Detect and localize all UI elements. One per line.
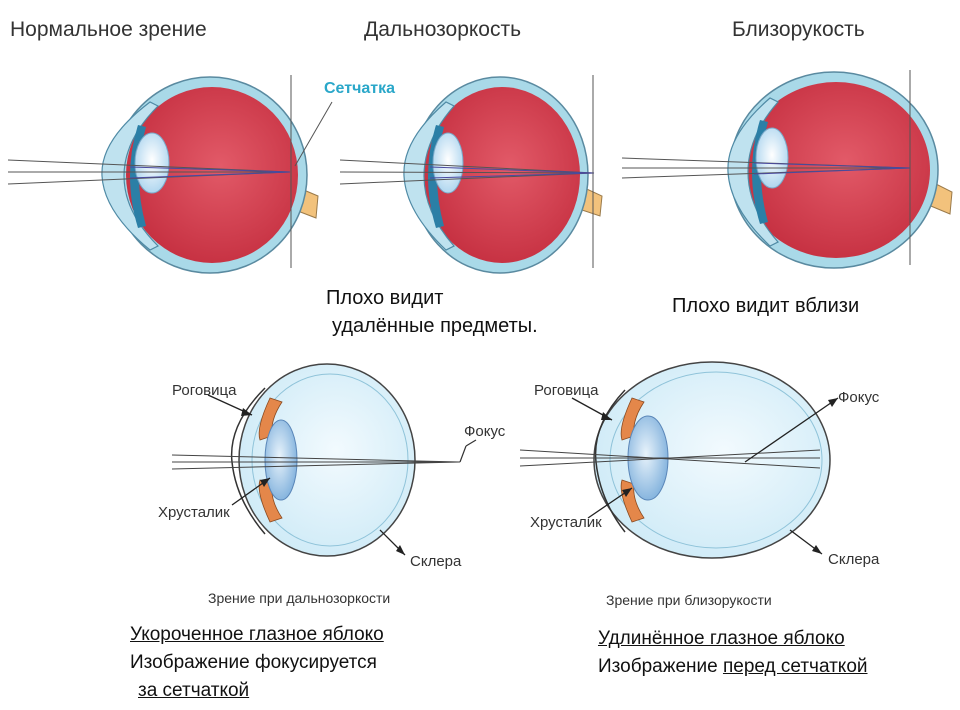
eye-myopia bbox=[621, 70, 953, 269]
label-sclera-left: Склера bbox=[410, 553, 462, 570]
bottom-left-line1: Укороченное глазное яблоко bbox=[130, 624, 384, 645]
lens bbox=[432, 132, 464, 194]
label-sclera-right: Склера bbox=[828, 551, 880, 568]
label-focus-left: Фокус bbox=[464, 423, 506, 440]
caption-section-hyperopia: Зрение при дальнозоркости bbox=[208, 590, 391, 606]
title-myopia: Близорукость bbox=[732, 18, 865, 41]
label-focus-right: Фокус bbox=[838, 389, 880, 406]
lens bbox=[755, 127, 789, 189]
label-lens-left: Хрусталик bbox=[158, 504, 230, 521]
bottom-right-line2-underlined: перед сетчаткой bbox=[722, 656, 868, 677]
caption-section-myopia: Зрение при близорукости bbox=[606, 592, 772, 608]
cornea bbox=[403, 101, 455, 251]
title-hyperopia: Дальнозоркость bbox=[364, 18, 522, 41]
cornea bbox=[101, 101, 160, 251]
label-lens-right: Хрусталик bbox=[530, 514, 602, 531]
lens bbox=[134, 132, 170, 194]
lens bbox=[264, 419, 298, 501]
eye-normal bbox=[7, 75, 333, 274]
eye-hyperopia bbox=[339, 75, 603, 274]
bottom-right-line2-prefix: Изображение bbox=[598, 656, 718, 677]
bottom-right-line2: Изображение перед сетчаткой bbox=[598, 656, 868, 678]
retina-pointer bbox=[294, 101, 333, 167]
label-cornea-right: Роговица bbox=[534, 382, 599, 399]
title-normal: Нормальное зрение bbox=[10, 18, 207, 41]
eye-section-myopia bbox=[519, 361, 839, 559]
myopia-caption: Плохо видит вблизи bbox=[672, 295, 860, 317]
hyperopia-caption-line2: удалённые предметы. bbox=[332, 315, 538, 337]
hyperopia-caption-line1: Плохо видит bbox=[326, 287, 444, 309]
retina-label: Сетчатка bbox=[324, 80, 396, 97]
bottom-right-line1: Удлинённое глазное яблоко bbox=[598, 628, 845, 649]
cornea bbox=[727, 97, 779, 247]
label-cornea-left: Роговица bbox=[172, 382, 237, 399]
eye-section-hyperopia bbox=[171, 363, 477, 557]
bottom-left-line2: Изображение фокусируется bbox=[130, 652, 377, 673]
bottom-left-line3: за сетчаткой bbox=[138, 680, 250, 701]
